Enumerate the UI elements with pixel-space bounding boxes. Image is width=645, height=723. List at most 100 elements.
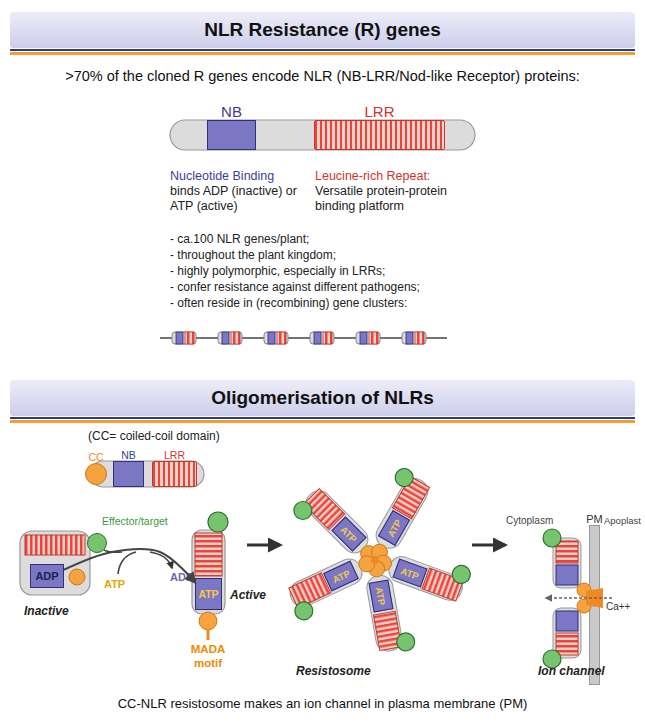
text-label: Active [230, 588, 266, 603]
gene-lrr [323, 332, 332, 344]
cc-domain [577, 583, 591, 597]
text-label: - ca.100 NLR genes/plant; [170, 232, 309, 247]
gene-lrr [277, 332, 286, 344]
node-text: NLR Resistance (R) genes [204, 19, 441, 41]
section-header: NLR Resistance (R) genes [10, 12, 635, 48]
node-text: ATP [374, 586, 388, 606]
protein-body [20, 531, 90, 595]
header-rule [10, 417, 635, 419]
cc-pentamer [359, 544, 392, 577]
node-text: ADP [35, 570, 58, 582]
gene-lrr [415, 332, 424, 344]
gene-unit [264, 332, 288, 344]
node-text: ATP [198, 588, 218, 600]
text-label: Versatile protein-protein binding platfo… [315, 184, 465, 215]
gene-nb [268, 332, 275, 344]
nb-domain: ATP [377, 510, 409, 546]
resistosome-arm [386, 542, 473, 605]
node-text: ATP [384, 517, 403, 538]
node-text: Effector/target [102, 515, 168, 527]
nb-domain: NB [207, 120, 256, 150]
text-label: binds ADP (inactive) or ATP (active) [170, 184, 300, 215]
cc-domain [69, 569, 85, 585]
protein-body [170, 120, 475, 150]
nb-domain: NB [113, 461, 144, 487]
gene-unit [172, 332, 196, 344]
gene-unit [218, 332, 242, 344]
node-text: PM [586, 513, 603, 525]
nb-domain: ATP [324, 560, 360, 591]
resistosome-arm [365, 571, 416, 655]
gene-body [402, 332, 426, 344]
gene-body [218, 332, 242, 344]
lrr-domain [25, 535, 85, 555]
gene-nb [406, 332, 413, 344]
effector-circle [208, 512, 228, 532]
gene-lrr [369, 332, 378, 344]
gene-body [172, 332, 196, 344]
text-label: Ion channel [538, 664, 605, 679]
nb-domain [556, 611, 578, 631]
protein-body [90, 461, 204, 487]
node-text: NB [121, 449, 136, 461]
gene-lrr [231, 332, 240, 344]
cc-domain: CC [85, 463, 107, 485]
stage-arrow [472, 544, 505, 547]
nb-domain: ATP [331, 516, 366, 551]
membrane-band: PM [589, 525, 600, 685]
text-label: Cytoplasm [506, 515, 553, 527]
text-label: - confer resistance against different pa… [170, 280, 420, 295]
channel-pore [371, 556, 379, 564]
resistosome-arm [283, 555, 371, 623]
cc-domain [199, 612, 217, 630]
node-text: Oligomerisation of NLRs [211, 387, 434, 409]
text-label: >70% of the cloned R genes encode NLR (N… [0, 68, 645, 86]
lrr-domain: LRR [314, 120, 445, 150]
text-label: - often reside in (recombining) gene clu… [170, 296, 407, 311]
nb-domain: ADP [30, 564, 64, 588]
lrr-domain [556, 541, 578, 563]
node-text: ATP [338, 523, 359, 544]
gene-cluster [160, 332, 447, 344]
gene-nb [176, 332, 183, 344]
header-rule [10, 420, 635, 423]
text-label: Leucine-rich Repeat: [315, 169, 465, 184]
resistosome-arm [361, 465, 433, 552]
mada-helix [207, 630, 210, 640]
nb-domain: ATP [195, 578, 222, 610]
gene-unit [356, 332, 380, 344]
cc-domain [577, 599, 591, 613]
channel-funnel [586, 588, 603, 608]
gene-nb [222, 332, 229, 344]
node-text: ATP [399, 564, 420, 581]
text-label: Apoplast [604, 515, 641, 527]
gene-body [356, 332, 380, 344]
gene-body [264, 332, 288, 344]
effector-circle [543, 529, 561, 547]
nb-domain: ATP [392, 558, 427, 587]
text-label: (CC= coiled-coil domain) [88, 429, 220, 444]
text-label: Ca++ [606, 601, 630, 613]
text-label: - highly polymorphic, especially in LRRs… [170, 264, 385, 279]
atp-input-line [118, 552, 136, 574]
protein-body [192, 530, 225, 614]
protein-body [553, 608, 581, 658]
text-label: - throughout the plant kingdom; [170, 248, 336, 263]
node-text: CC [88, 451, 103, 463]
effector-circle: Effector/target [87, 533, 107, 553]
node-text: NB [221, 103, 242, 120]
lrr-domain: LRR [152, 461, 197, 487]
stage-arrow [247, 544, 280, 547]
reaction-arrow [64, 549, 195, 582]
figure-caption: CC-NLR resistosome makes an ion channel … [0, 696, 645, 712]
text-label: ATP [104, 578, 125, 591]
adp-output-arrow [150, 552, 172, 568]
gene-lrr [185, 332, 194, 344]
text-label: Resistosome [296, 664, 371, 679]
node-text: ATP [331, 567, 352, 585]
text-label: Nucleotide Binding [170, 169, 310, 184]
header-rule [10, 49, 635, 51]
